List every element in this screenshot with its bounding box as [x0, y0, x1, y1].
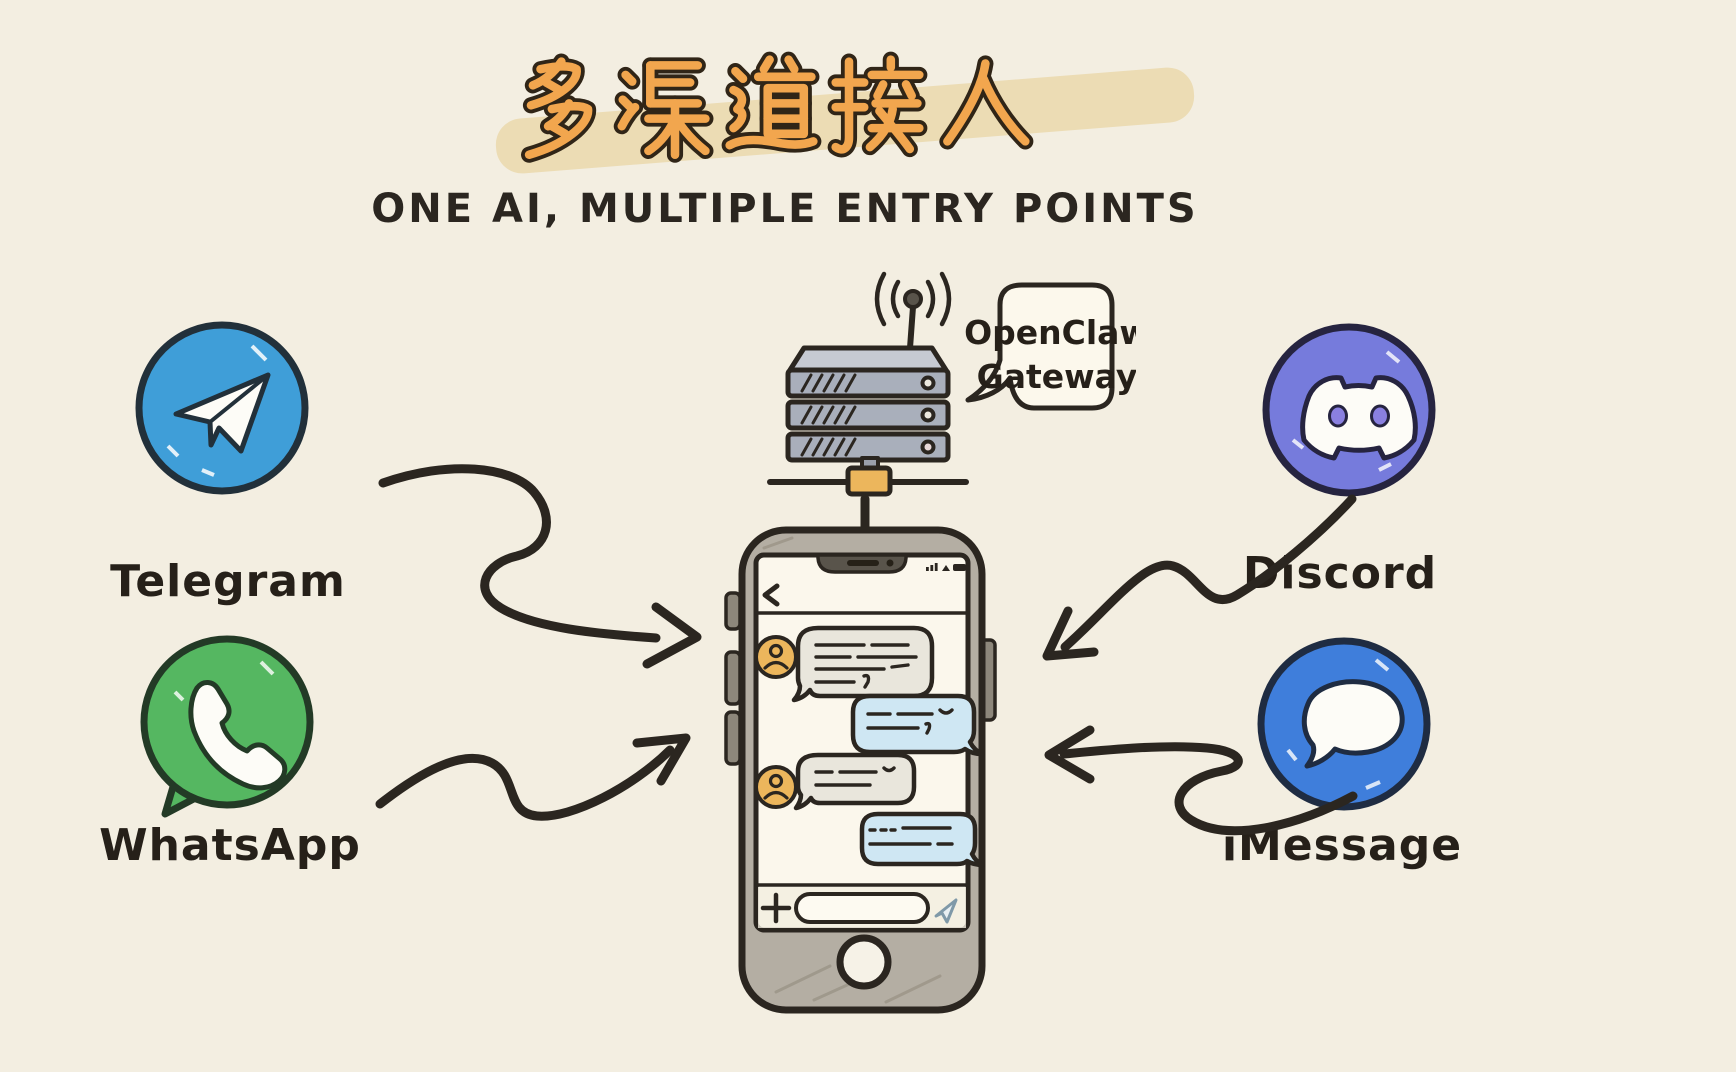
- speech-bubble-glyph: [1301, 679, 1405, 769]
- front-camera-icon: [886, 559, 894, 567]
- port-led: [920, 439, 936, 455]
- bezel-scribbles: [762, 536, 942, 1004]
- mascot-eye: [1328, 404, 1348, 428]
- scribble-text: [814, 766, 896, 787]
- mascot-eye: [1370, 404, 1390, 428]
- sketch-highlights: [166, 344, 268, 477]
- discord-mascot-glyph: [1300, 375, 1418, 461]
- antenna-mast: [907, 304, 916, 351]
- telegram-icon: [135, 321, 309, 495]
- server-rack-units: [785, 367, 951, 463]
- gateway-speech-bubble: OpenClaw Gateway: [964, 282, 1136, 411]
- back-chevron-icon: [762, 583, 780, 607]
- antenna-signal-icon: [874, 271, 952, 327]
- person-icon: [763, 773, 789, 800]
- message-incoming-2: [754, 752, 917, 811]
- phone-handset-glyph: [188, 680, 288, 791]
- port-led: [920, 375, 936, 391]
- vent-hatch-marks: [800, 373, 857, 457]
- arrow-imessage-to-phone: [1044, 725, 1358, 836]
- antenna-ball: [903, 289, 923, 309]
- title-char-qu: [613, 57, 714, 163]
- title-char-ru: [939, 55, 1034, 150]
- arrow-discord-to-phone: [1042, 494, 1357, 661]
- message-input: [794, 892, 930, 924]
- title-char-duo: [521, 53, 597, 163]
- subtitle: ONE AI, MULTIPLE ENTRY POINTS: [371, 186, 1199, 232]
- status-bar-icons: [926, 563, 966, 571]
- arrow-telegram-to-phone: [378, 464, 702, 669]
- gateway-label-line1: OpenClaw: [964, 313, 1136, 352]
- scribble-text: [814, 643, 918, 689]
- sketch-highlights: [1291, 350, 1401, 472]
- cellular-signal-icon: [926, 567, 929, 571]
- message-incoming-1: [754, 625, 935, 703]
- speech-bubble-shape: [965, 282, 1115, 411]
- gateway-label-line2: Gateway: [977, 357, 1136, 396]
- phone-illustration: [724, 526, 997, 1014]
- gateway-server-illustration: [767, 271, 969, 497]
- main-title: [521, 51, 1034, 163]
- plus-icon: [760, 892, 792, 924]
- telegram-label: Telegram: [110, 556, 346, 607]
- discord-icon: [1262, 323, 1436, 497]
- wifi-icon: [942, 565, 950, 571]
- arrow-whatsapp-to-phone: [375, 733, 691, 821]
- sketch-highlights: [1286, 658, 1390, 790]
- chat-bubble: [859, 811, 986, 868]
- port-led: [920, 407, 936, 423]
- whatsapp-icon: [140, 635, 314, 818]
- network-connector: [845, 465, 893, 497]
- whatsapp-label: WhatsApp: [99, 820, 361, 871]
- send-paper-plane-icon: [934, 898, 958, 924]
- scribble-text: [868, 826, 954, 846]
- title-char-jie: [827, 51, 928, 158]
- person-icon: [763, 643, 789, 670]
- scribble-text: [866, 708, 954, 735]
- composer-bar: [754, 883, 970, 928]
- message-outgoing-2: [859, 811, 986, 868]
- message-outgoing-1: [850, 693, 985, 757]
- title-char-dao: [721, 51, 822, 154]
- imessage-icon: [1257, 637, 1431, 811]
- home-button: [836, 934, 892, 990]
- battery-icon: [953, 564, 966, 571]
